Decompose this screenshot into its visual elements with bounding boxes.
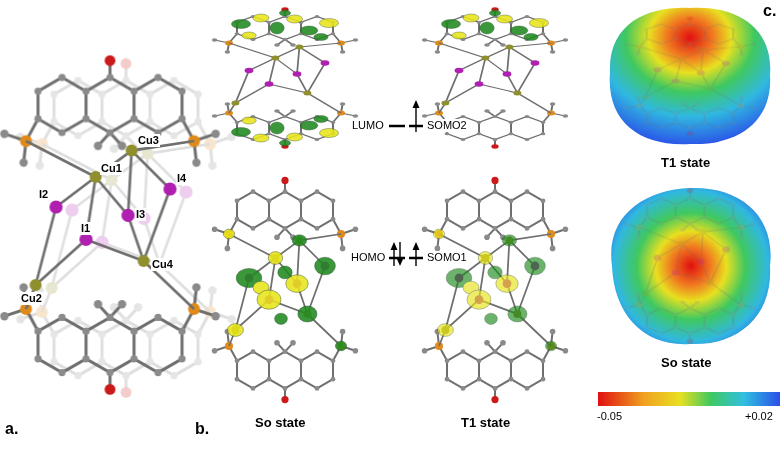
scale-value: +0.02 <box>744 410 774 423</box>
orbital-somo2 <box>422 7 568 149</box>
color-scale-bar <box>598 392 780 406</box>
crystal-structure <box>0 55 236 398</box>
state-label: So state <box>660 356 713 371</box>
panel-letter: b. <box>194 420 210 438</box>
atom-label: Cu1 <box>100 162 123 175</box>
orbital-lumo <box>212 7 358 149</box>
atom-label: I3 <box>135 208 146 221</box>
energy-level-label: HOMO <box>350 251 386 264</box>
atom-label: Cu3 <box>137 134 160 147</box>
atom-label: Cu2 <box>20 292 43 305</box>
state-label: So state <box>254 416 307 431</box>
energy-levels <box>389 126 423 258</box>
energy-level-label: SOMO1 <box>426 251 468 264</box>
esp-surface-s0 <box>611 188 770 344</box>
scale-value: -0.05 <box>596 410 623 423</box>
atom-label: Cu4 <box>151 258 174 271</box>
orbital-homo <box>212 177 358 403</box>
orbital-somo1 <box>422 177 568 403</box>
panel-letter: a. <box>4 420 19 438</box>
spin-arrows <box>391 100 420 266</box>
atom-label: I2 <box>38 188 49 201</box>
esp-surface-t1 <box>610 8 771 145</box>
atom-label: I4 <box>176 172 187 185</box>
energy-level-label: SOMO2 <box>426 119 468 132</box>
atom-label: I1 <box>80 222 91 235</box>
panel-letter: c. <box>762 2 777 20</box>
state-label: T1 state <box>460 416 511 431</box>
state-label: T1 state <box>660 156 711 171</box>
energy-level-label: LUMO <box>351 119 385 132</box>
